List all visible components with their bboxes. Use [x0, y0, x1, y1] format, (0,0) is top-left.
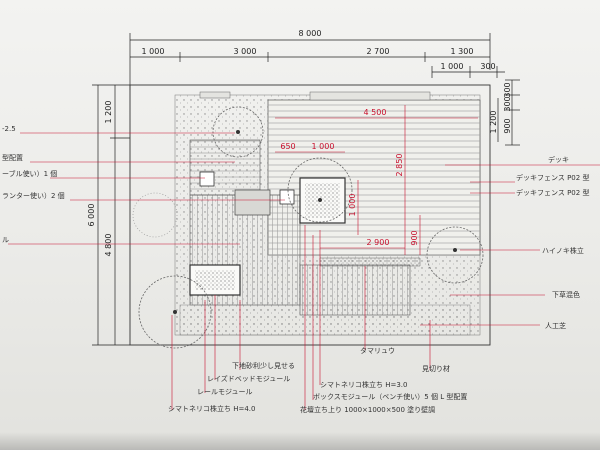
dim-top-seg-4: 1 300	[451, 47, 474, 56]
dim-total-width: 8 000	[299, 29, 322, 38]
left-leaders	[8, 132, 285, 245]
dim-left-sub-2: 4 800	[104, 234, 113, 257]
label-bottom-3: レールモジュール	[197, 388, 253, 396]
right-leaders	[420, 164, 600, 326]
photo-shadow	[0, 432, 600, 450]
label-bottom-7: シマトネリコ株立ち H=3.0	[320, 380, 408, 389]
house-step-left	[199, 91, 231, 99]
dim-inner-width: 4 500	[364, 108, 387, 117]
tree-right	[426, 226, 484, 284]
label-right-4: ハイノキ株立	[542, 246, 584, 255]
shrub-left	[132, 192, 178, 238]
flower-bed-soil	[305, 183, 340, 218]
tree-bottom-left	[138, 275, 212, 349]
upper-module-area	[189, 139, 261, 196]
tamaryu-strip	[319, 257, 421, 267]
dim-left-total: 6 000	[87, 204, 96, 227]
label-right-3: デッキフェンス P02 型	[516, 188, 589, 197]
left-dimensions	[92, 84, 130, 346]
dim-inner-bottom: 2 900	[367, 238, 390, 247]
dim-inner-v-1: 2 850	[395, 154, 404, 177]
site-boundary	[129, 84, 491, 346]
tree-top-left	[212, 106, 264, 158]
house-step	[309, 91, 431, 101]
label-bottom-5: タマリュウ	[360, 346, 395, 355]
label-bottom-2: レイズドベッドモジュール	[207, 374, 290, 383]
tree-center	[287, 157, 353, 223]
bench-module	[234, 189, 271, 216]
artificial-turf	[179, 304, 471, 336]
dim-inner-small-2: 1 000	[312, 142, 335, 151]
dim-right-sub-1: 1 000	[441, 62, 464, 71]
label-bottom-1: 下地砂利少し見せる	[232, 361, 295, 370]
top-dimensions	[129, 33, 505, 90]
dim-inner-small-1: 650	[280, 142, 295, 151]
label-bottom-8: ボックスモジュール（ベンチ使い）5 個 L 型配置	[313, 392, 467, 401]
label-left-4: ランター使い）2 個	[2, 191, 65, 200]
bottom-leaders	[171, 225, 431, 410]
dim-right-v-4: 1 200	[489, 111, 498, 134]
label-right-6: 人工芝	[545, 321, 566, 330]
label-bottom-4: シマトネリコ株立ち H=4.0	[168, 404, 256, 413]
inner-red-dimensions	[275, 105, 478, 255]
planter-box	[279, 189, 295, 205]
dim-inner-v-2: 1 000	[348, 194, 357, 217]
dim-right-v-3: 900	[503, 118, 512, 133]
dim-top-seg-2: 3 000	[234, 47, 257, 56]
dim-left-sub-1: 1 200	[104, 101, 113, 124]
label-right-5: 下草混色	[552, 290, 580, 299]
raised-bed-soil	[195, 270, 235, 290]
label-left-5: ル	[2, 236, 9, 244]
label-left-1: -2.5	[2, 125, 16, 133]
label-right-1: デッキ	[548, 155, 569, 164]
dim-right-sub-2: 300	[480, 62, 495, 71]
dim-inner-v-3: 900	[410, 230, 419, 245]
table-box	[199, 171, 215, 187]
label-bottom-6: 見切り材	[422, 364, 450, 373]
label-left-3: ーブル使い）1 個	[2, 169, 57, 178]
label-left-2: 型配置	[2, 153, 23, 162]
dim-top-seg-3: 2 700	[367, 47, 390, 56]
label-right-2: デッキフェンス P02 型	[516, 173, 589, 182]
dim-right-v-1: 300	[503, 82, 512, 97]
dim-right-v-2: 300	[503, 96, 512, 111]
right-dimensions	[497, 79, 520, 146]
label-bottom-9: 花壇立ち上り 1000×1000×500 塗り壁調	[300, 405, 435, 414]
dim-top-seg-1: 1 000	[142, 47, 165, 56]
